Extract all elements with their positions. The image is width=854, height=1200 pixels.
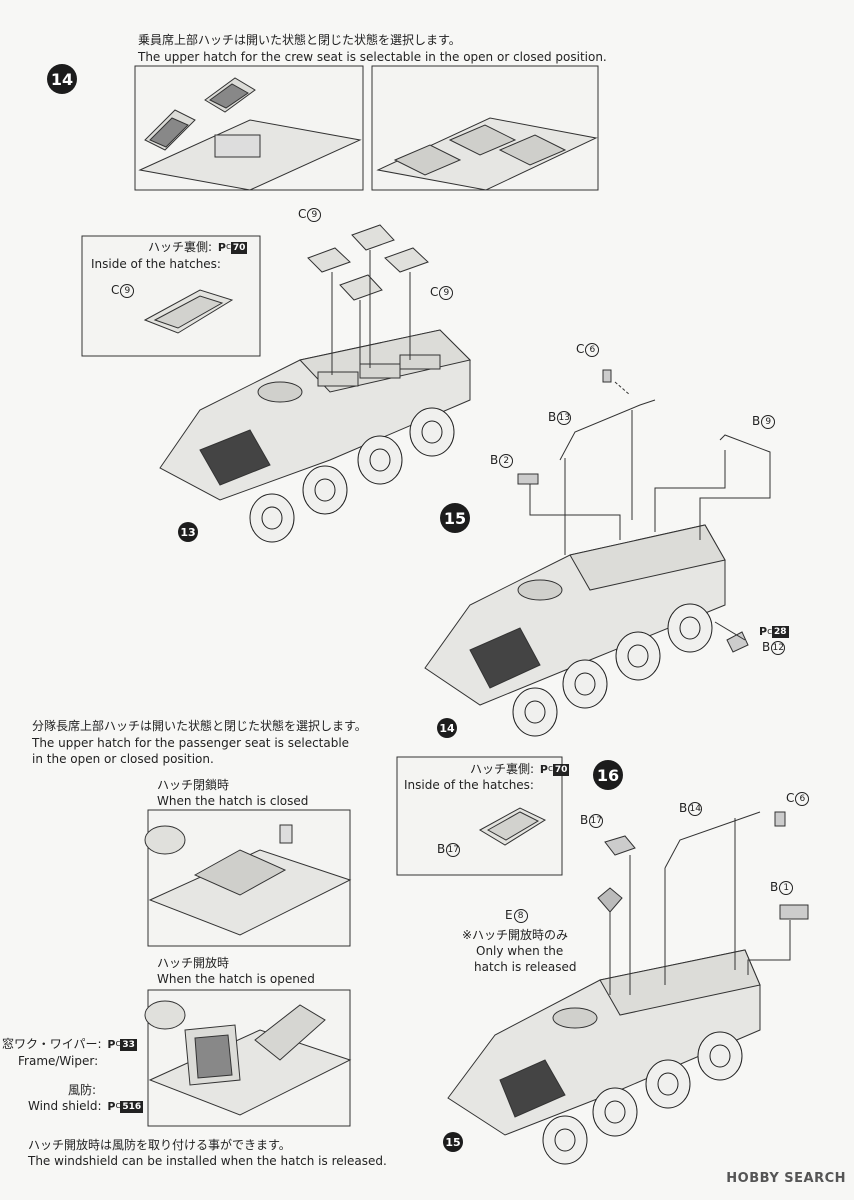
vehicle-drawing-14 xyxy=(159,224,471,543)
subassembly-ref-14: 14 xyxy=(437,718,457,738)
windshield-install-note-en: The windshield can be installed when the… xyxy=(28,1154,387,1168)
subassembly-ref-13: 13 xyxy=(178,522,198,542)
detail-closed-hatch xyxy=(144,824,352,936)
step-number-16: 16 xyxy=(593,760,623,790)
e8-note-en-2: hatch is released xyxy=(474,960,577,974)
windshield-install-note-jp: ハッチ開放時は風防を取り付ける事ができます。 xyxy=(28,1138,291,1152)
passenger-hatch-note-en-2: in the open or closed position. xyxy=(32,752,214,766)
watermark: HOBBY SEARCH xyxy=(726,1171,846,1186)
vehicle-drawing-15 xyxy=(424,369,771,737)
frame-wiper-label-en: Frame/Wiper: xyxy=(18,1054,99,1068)
windshield-label-jp: 風防: xyxy=(68,1083,97,1097)
step-number-14: 14 xyxy=(47,64,77,94)
frame-open-hatch xyxy=(138,77,362,191)
e8-note-jp: ※ハッチ開放時のみ xyxy=(462,928,569,942)
closed-label-en: When the hatch is closed xyxy=(157,794,309,808)
opened-label-en: When the hatch is opened xyxy=(157,972,315,986)
subassembly-ref-15: 15 xyxy=(443,1132,463,1152)
crew-hatch-note-jp: 乗員席上部ハッチは開いた状態と閉じた状態を選択します。 xyxy=(138,33,461,47)
closed-label-jp: ハッチ閉鎖時 xyxy=(157,778,230,792)
passenger-hatch-note-en-1: The upper hatch for the passenger seat i… xyxy=(32,736,350,750)
inset16-label-en: Inside of the hatches: xyxy=(404,778,534,792)
detail-opened-hatch xyxy=(144,1000,352,1116)
vehicle-drawing-16 xyxy=(447,811,809,1165)
frame-closed-hatch xyxy=(376,117,598,191)
passenger-hatch-note-jp: 分隊長席上部ハッチは開いた状態と閉じた状態を選択します。 xyxy=(32,719,367,733)
opened-label-jp: ハッチ開放時 xyxy=(157,956,230,970)
inset14-label-en: Inside of the hatches: xyxy=(91,257,221,271)
e8-note-en-1: Only when the xyxy=(476,944,564,958)
step-number-15: 15 xyxy=(440,503,470,533)
crew-hatch-note-en: The upper hatch for the crew seat is sel… xyxy=(138,50,607,64)
